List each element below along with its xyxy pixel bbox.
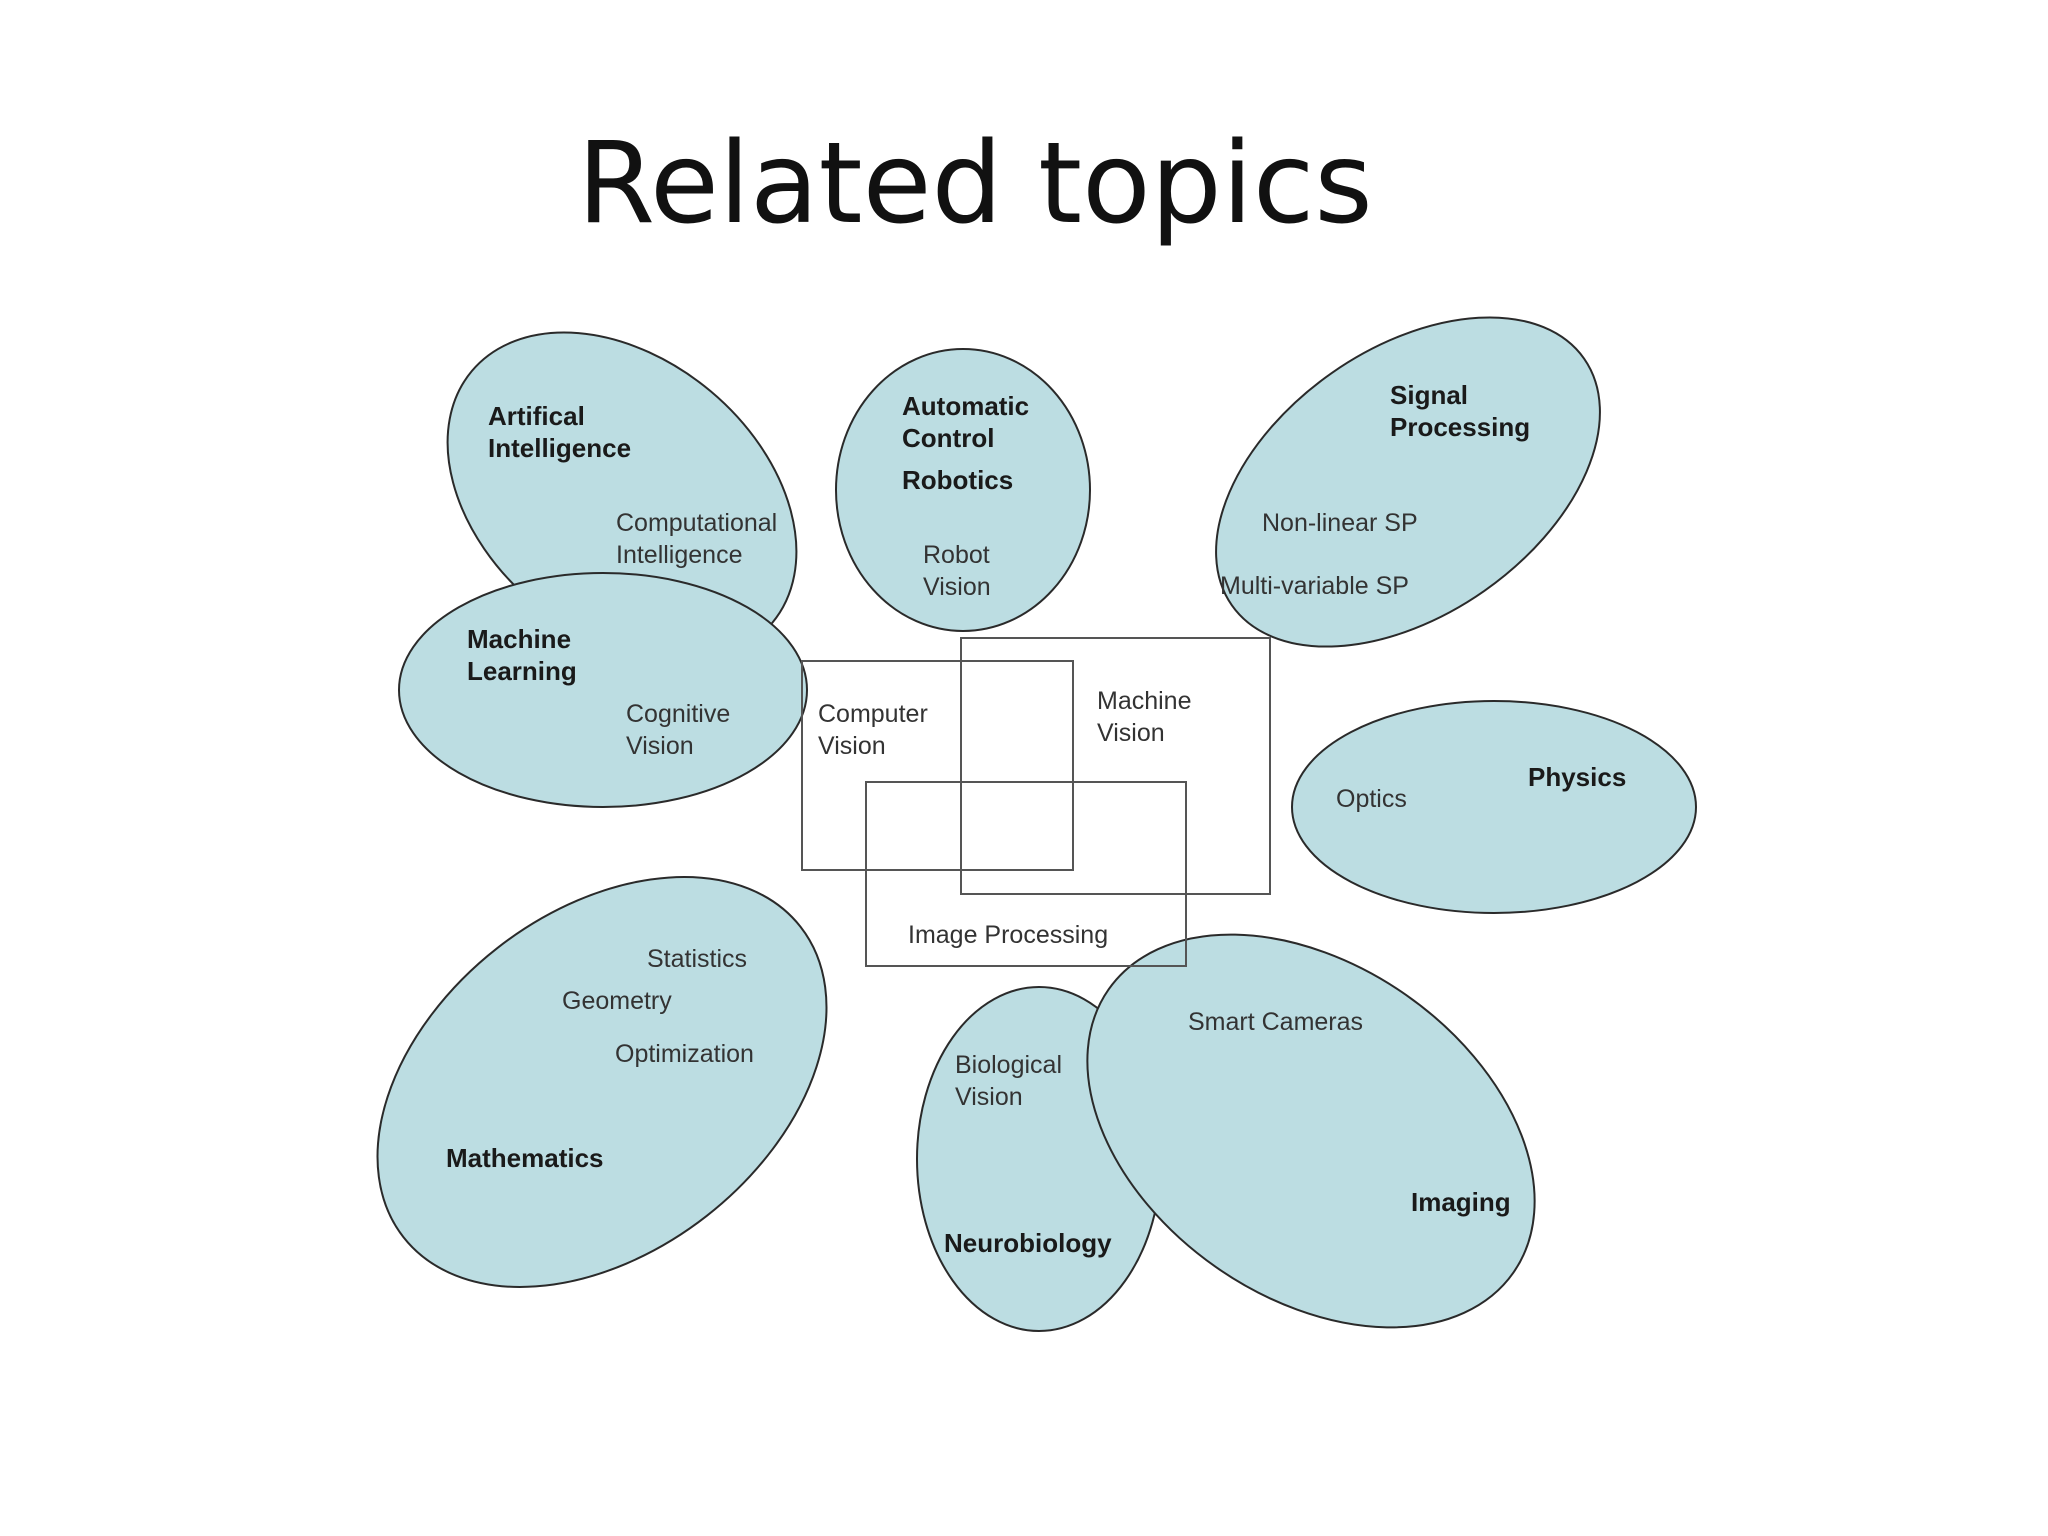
imaging-sub-smart-cameras: Smart Cameras (1188, 1008, 1363, 1036)
box-image-processing (865, 781, 1187, 967)
signal-sub-multivariable: Multi-variable SP (1220, 572, 1409, 600)
physics-heading: Physics (1528, 762, 1626, 792)
machine-vision-label-2: Vision (1097, 719, 1165, 747)
math-item-statistics: Statistics (647, 945, 747, 973)
machine-vision-label-1: Machine (1097, 687, 1192, 715)
ml-heading-1: Machine (467, 624, 571, 654)
ellipse-physics (1291, 700, 1697, 914)
ai-heading-1: Artifical (488, 401, 585, 431)
ai-heading-2: Intelligence (488, 433, 631, 463)
image-processing-label: Image Processing (908, 921, 1108, 949)
computer-vision-label-2: Vision (818, 732, 886, 760)
math-item-geometry: Geometry (562, 987, 672, 1015)
ellipse-imaging (1086, 933, 1536, 1329)
signal-heading-2: Processing (1390, 412, 1530, 442)
math-item-optimization: Optimization (615, 1040, 754, 1068)
ellipse-mathematics (376, 876, 828, 1288)
ai-sub-1: Computational (616, 509, 777, 537)
control-sub-2: Vision (923, 573, 991, 601)
neuro-sub-2: Vision (955, 1083, 1023, 1111)
signal-heading-1: Signal (1390, 380, 1468, 410)
control-heading-2: Control (902, 423, 994, 453)
neuro-sub-1: Biological (955, 1051, 1062, 1079)
neuro-heading: Neurobiology (944, 1228, 1112, 1258)
ml-sub-1: Cognitive (626, 700, 730, 728)
ml-sub-2: Vision (626, 732, 694, 760)
control-heading-1: Automatic (902, 391, 1029, 421)
imaging-heading: Imaging (1411, 1187, 1511, 1217)
signal-sub-nonlinear: Non-linear SP (1262, 509, 1418, 537)
slide-title: Related topics (577, 119, 1373, 249)
ellipse-automatic-control (835, 348, 1091, 632)
box-machine-vision (960, 637, 1271, 895)
math-heading: Mathematics (446, 1143, 604, 1173)
computer-vision-label-1: Computer (818, 700, 928, 728)
ellipse-signal-processing (1215, 316, 1601, 648)
ellipse-machine-learning (398, 572, 808, 808)
control-heading-robotics: Robotics (902, 465, 1013, 495)
box-computer-vision (801, 660, 1074, 871)
ml-heading-2: Learning (467, 656, 577, 686)
control-sub-1: Robot (923, 541, 990, 569)
physics-sub-optics: Optics (1336, 785, 1407, 813)
ai-sub-2: Intelligence (616, 541, 742, 569)
